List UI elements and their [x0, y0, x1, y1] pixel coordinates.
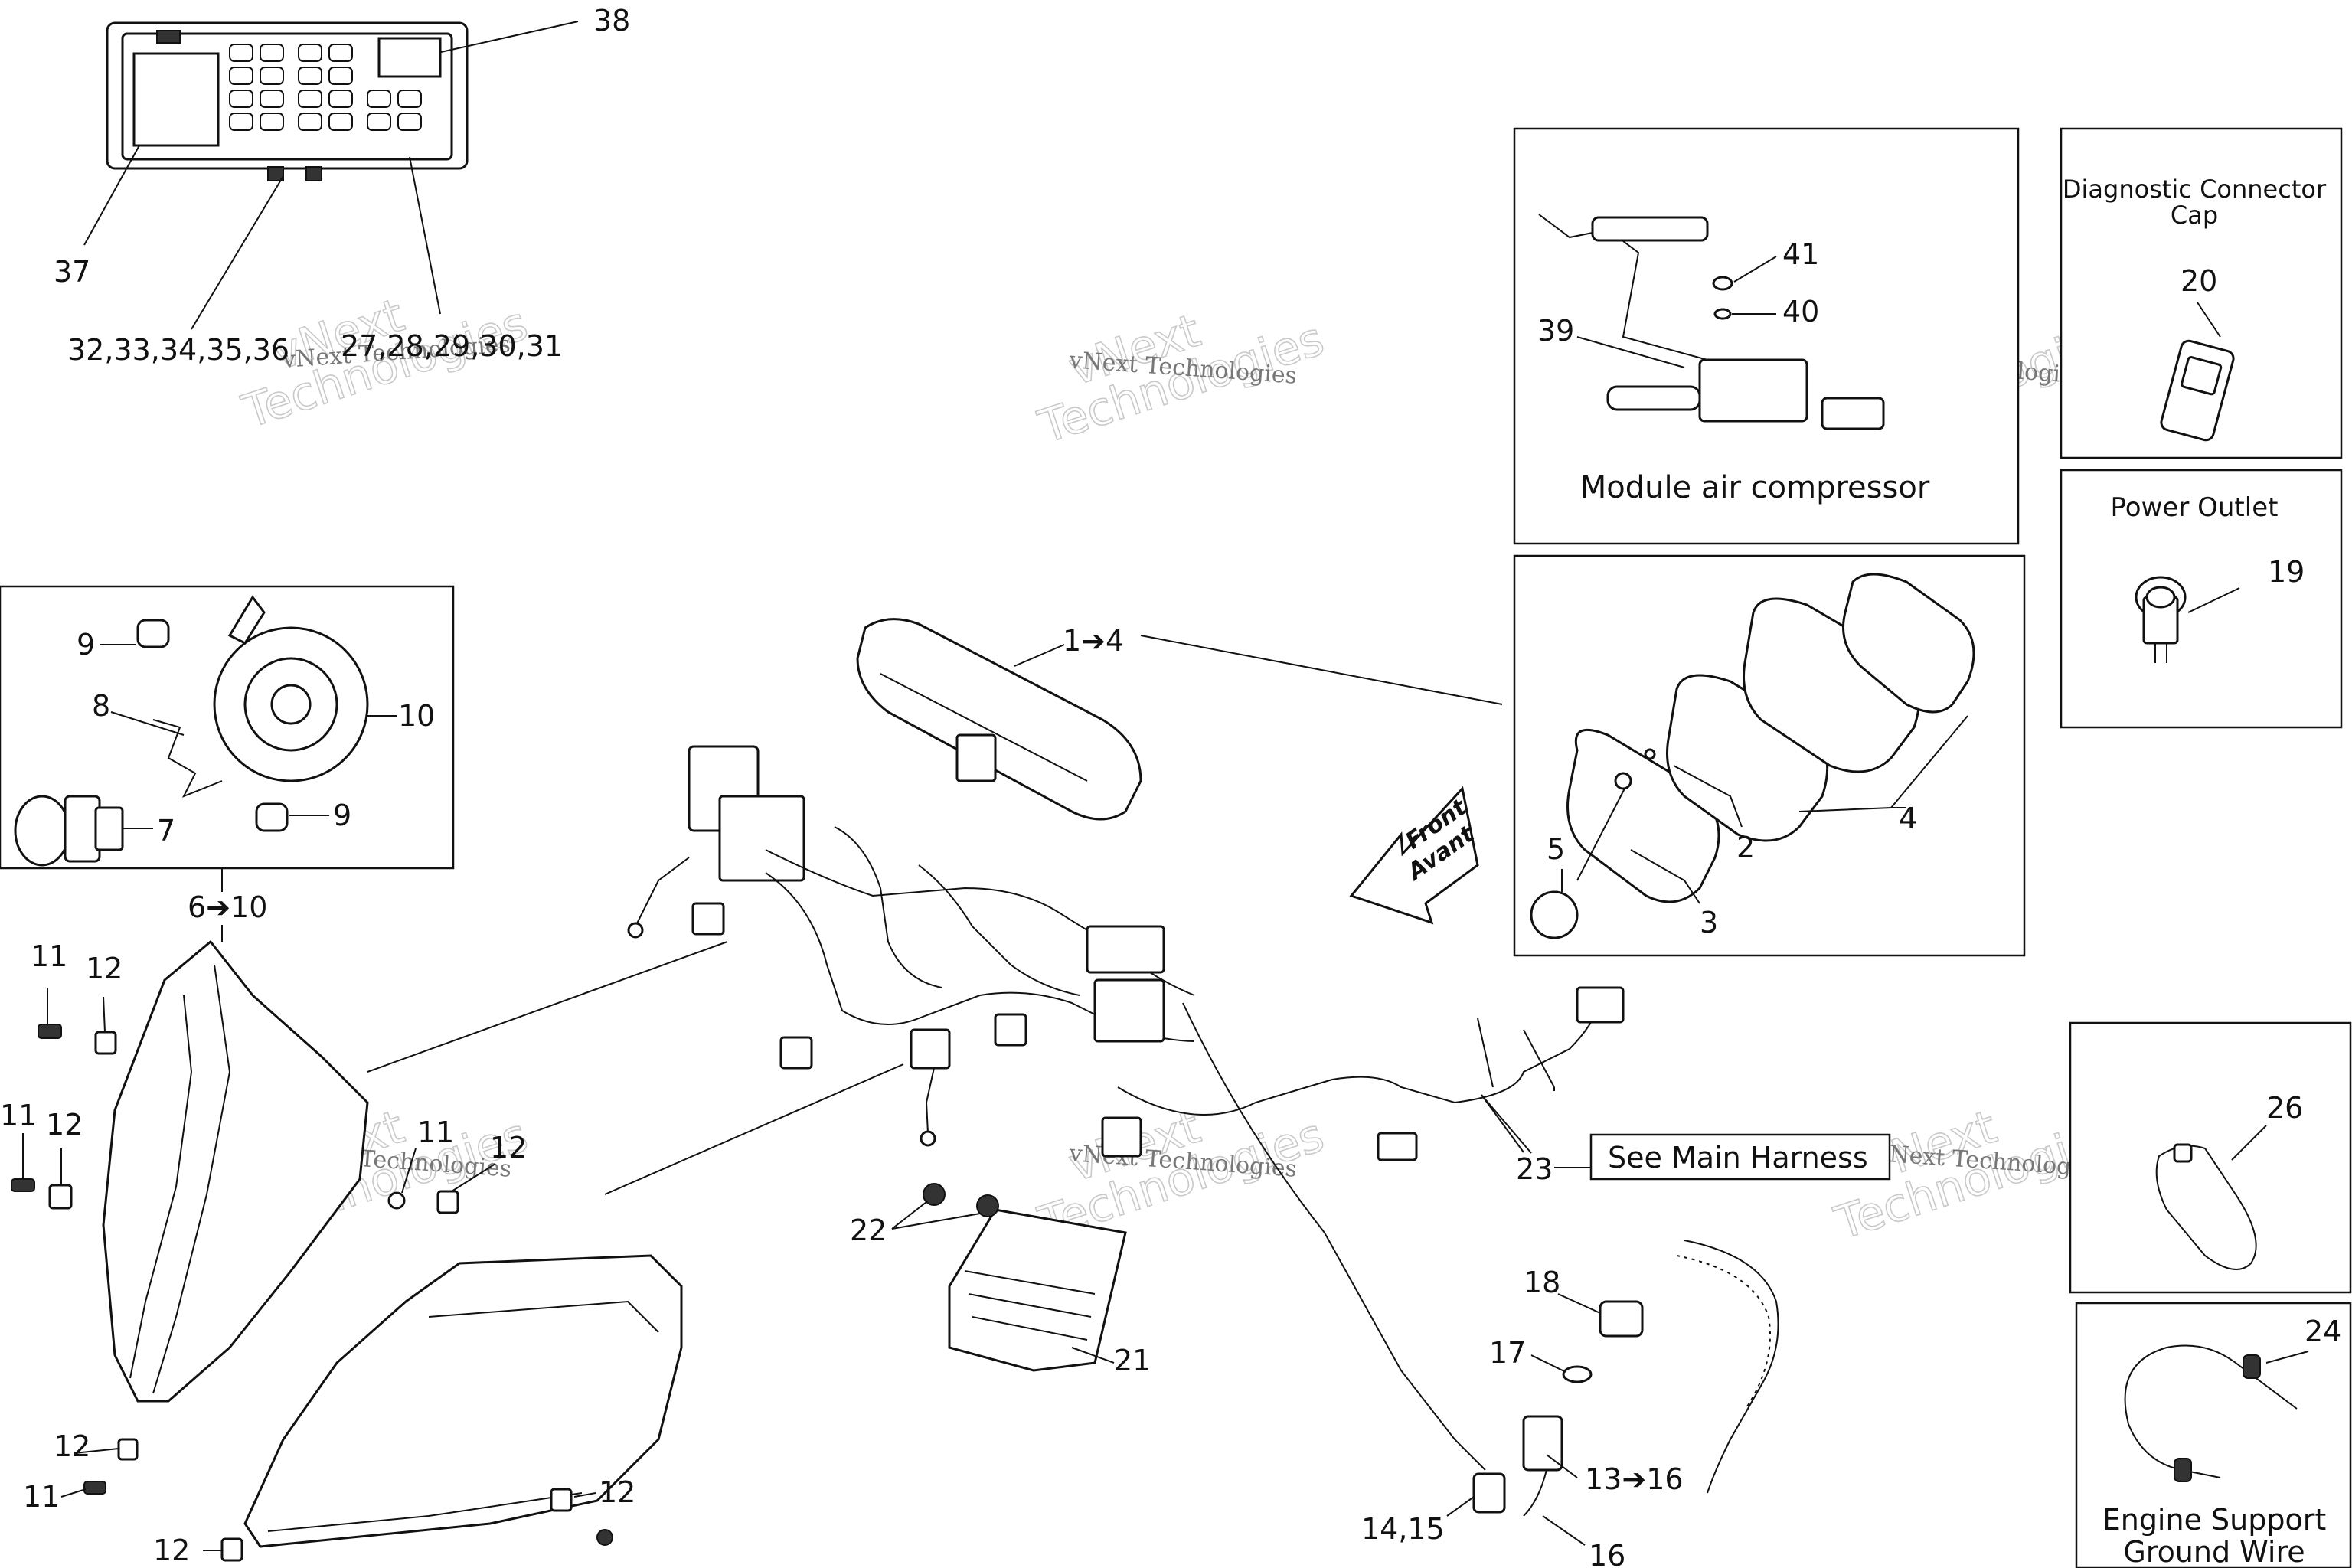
inset-power-outlet — [2060, 469, 2343, 729]
callout-20: 20 — [2180, 264, 2217, 298]
callout-11d: 11 — [23, 1480, 60, 1514]
callout-12a: 12 — [86, 952, 122, 985]
callout-1-4: 1➔4 — [1063, 624, 1124, 658]
callout-12c: 12 — [490, 1131, 527, 1165]
callout-8: 8 — [92, 689, 110, 723]
hardware-drawing — [11, 1024, 613, 1562]
diagnostic-connector-title-line2: Cap — [2171, 201, 2218, 230]
fuse-box-drawing — [106, 21, 469, 181]
power-outlet-title: Power Outlet — [2111, 492, 2278, 523]
see-main-harness-box — [1589, 1133, 1891, 1181]
engine-support-label-line2: Ground Wire — [2123, 1535, 2305, 1568]
callout-14-15: 14,15 — [1361, 1512, 1445, 1546]
ground-wire-drawing — [2124, 1344, 2298, 1482]
callout-23: 23 — [1516, 1152, 1553, 1186]
callout-9b: 9 — [333, 799, 351, 832]
callout-40: 40 — [1782, 295, 1819, 328]
callout-3: 3 — [1700, 906, 1718, 939]
callout-24: 24 — [2305, 1315, 2341, 1348]
inset-engine-support-ground-wire — [2075, 1302, 2352, 1568]
callout-4: 4 — [1899, 802, 1917, 835]
callout-12d: 12 — [54, 1429, 90, 1463]
callout-11b: 11 — [0, 1099, 37, 1132]
callout-11a: 11 — [31, 939, 67, 973]
inset-strap — [2069, 1021, 2352, 1294]
callout-2: 2 — [1736, 831, 1755, 864]
cluster-gauge-drawing — [856, 618, 1142, 821]
air-compressor-drawing — [1538, 214, 1885, 430]
callout-38: 38 — [593, 4, 630, 38]
callout-6-10: 6➔10 — [188, 890, 267, 924]
callout-32-36: 32,33,34,35,36 — [67, 333, 289, 367]
callout-7: 7 — [157, 814, 175, 848]
callout-19: 19 — [2268, 555, 2305, 589]
callout-9a: 9 — [77, 628, 95, 662]
callout-26: 26 — [2266, 1091, 2303, 1125]
callout-18: 18 — [1524, 1266, 1560, 1299]
diagnostic-cap-drawing — [2160, 339, 2235, 442]
callout-17: 17 — [1489, 1336, 1526, 1370]
strap-drawing — [2155, 1143, 2257, 1270]
engine-support-label-line1: Engine Support — [2102, 1503, 2327, 1537]
callout-10: 10 — [398, 699, 435, 733]
voltage-regulator-drawing — [923, 1183, 1127, 1372]
diagnostic-connector-title-line1: Diagnostic Connector — [2063, 175, 2327, 204]
headlight-left-drawing — [102, 939, 369, 1403]
headlight-right-drawing — [243, 1254, 683, 1548]
headlight-bulb-drawing — [14, 595, 369, 867]
wiring-harness-drawing — [627, 745, 1625, 1471]
callout-13-16: 13➔16 — [1585, 1462, 1684, 1496]
callout-11c: 11 — [417, 1116, 454, 1149]
inset-module-air-compressor — [1513, 127, 2020, 545]
callout-16: 16 — [1589, 1539, 1625, 1568]
callout-5: 5 — [1547, 832, 1565, 866]
callout-12f: 12 — [153, 1534, 190, 1567]
callout-12e: 12 — [599, 1475, 635, 1509]
callout-41: 41 — [1782, 237, 1819, 271]
module-air-compressor-title: Module air compressor — [1580, 470, 1930, 505]
see-main-harness-label: See Main Harness — [1608, 1141, 1868, 1174]
callout-39: 39 — [1537, 314, 1574, 348]
callout-12b: 12 — [46, 1108, 83, 1142]
callout-27-31: 27,28,29,30,31 — [341, 329, 563, 363]
power-outlet-drawing — [2135, 576, 2187, 663]
front-arrow: Front Avant — [1349, 786, 1480, 925]
tether-cord-drawing — [1472, 1240, 1779, 1517]
callout-22: 22 — [850, 1214, 887, 1247]
gauge-drawing — [1530, 573, 1975, 939]
callout-21: 21 — [1114, 1344, 1151, 1377]
callout-37: 37 — [54, 255, 90, 289]
